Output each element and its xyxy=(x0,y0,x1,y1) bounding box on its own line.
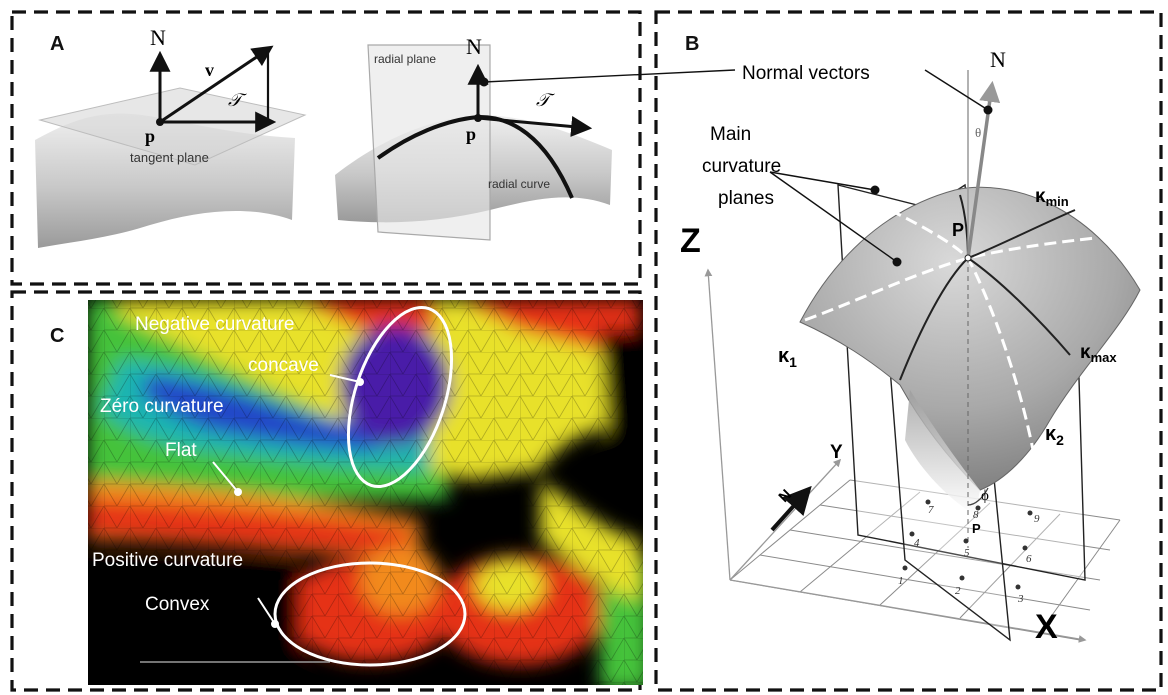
left-axes xyxy=(149,45,277,133)
svg-text:7: 7 xyxy=(928,504,934,516)
flat-dot xyxy=(234,488,242,496)
right-point xyxy=(474,114,482,122)
svg-text:4: 4 xyxy=(914,537,920,549)
right-tangent-symbol: 𝒯 xyxy=(536,90,555,110)
main-planes-dot-2 xyxy=(892,257,902,267)
normal-vectors-label: Normal vectors xyxy=(742,63,870,84)
normal-b-label: N xyxy=(990,47,1006,72)
surface-point xyxy=(964,254,972,262)
panel-a: A tangent plane N v 𝒯 p radial plane rad… xyxy=(35,25,612,248)
axis-x-label: X xyxy=(1035,608,1058,646)
concave-pointer xyxy=(329,374,361,383)
north-arrow: N xyxy=(770,485,812,532)
kappa-max-label: κmax xyxy=(1080,342,1117,365)
concave-label: concave xyxy=(248,355,319,376)
panel-a-letter: A xyxy=(50,33,64,55)
flat-pointer xyxy=(212,461,239,493)
vector-v-label: v xyxy=(205,60,214,80)
grid-points xyxy=(902,499,1033,590)
solid-curve-2 xyxy=(959,194,1076,260)
kappa-2-label: κ2 xyxy=(1045,423,1064,448)
dashed-curve-2 xyxy=(889,208,1037,461)
radial-plane-label: radial plane xyxy=(374,52,436,66)
kappa-min-label: κmin xyxy=(1035,186,1069,209)
theta-label: θ xyxy=(975,125,981,140)
panel-b-letter: B xyxy=(685,33,699,55)
panel-a-frame xyxy=(10,10,642,286)
convex-label: Convex xyxy=(145,594,210,615)
main-planes-line-2: curvature xyxy=(702,156,781,177)
coordinate-axes xyxy=(704,268,1087,643)
surface-point-label: P xyxy=(952,220,964,240)
svg-text:1: 1 xyxy=(898,575,904,587)
radial-curve-label: radial curve xyxy=(488,177,550,191)
convex-pointer xyxy=(257,597,276,625)
panel-c: C xyxy=(50,300,643,685)
tangent-plane-label: tangent plane xyxy=(130,150,209,165)
flat-label: Flat xyxy=(165,440,197,461)
positive-curvature-label: Positive curvature xyxy=(92,550,243,571)
kappa-1-label: κ1 xyxy=(778,345,797,370)
right-point-label: p xyxy=(466,124,476,144)
panel-b-frame xyxy=(654,10,1163,692)
svg-text:5: 5 xyxy=(964,547,970,559)
left-normal-label: N xyxy=(150,25,166,50)
right-axes xyxy=(467,63,593,137)
right-normal-label: N xyxy=(466,34,482,59)
svg-text:2: 2 xyxy=(955,585,961,597)
left-point-label: p xyxy=(145,126,155,146)
axis-z-label: Z xyxy=(680,222,701,260)
phi-arc xyxy=(967,487,989,506)
main-planes-pointer-1 xyxy=(769,171,876,191)
convex-dot xyxy=(271,620,279,628)
mesh-wireframe xyxy=(88,300,643,685)
negative-curvature-label: Negative curvature xyxy=(135,314,294,335)
svg-text:8: 8 xyxy=(973,509,979,521)
normal-vectors-dot-a xyxy=(479,77,489,87)
svg-text:3: 3 xyxy=(1017,593,1024,605)
phi-label: ϕ xyxy=(981,488,989,504)
main-planes-dot-1 xyxy=(870,185,880,195)
svg-text:9: 9 xyxy=(1034,513,1040,525)
normal-vectors-pointer-b xyxy=(924,69,989,111)
panel-b: B xyxy=(479,33,1141,646)
svg-text:N: N xyxy=(775,486,795,506)
main-planes-line-3: planes xyxy=(718,188,774,209)
main-planes-line-1: Main xyxy=(710,124,751,145)
tangent-plane xyxy=(38,87,307,166)
radial-plane xyxy=(367,44,491,241)
dashed-curve-1 xyxy=(804,236,1096,322)
surface-column xyxy=(905,390,980,515)
normal-vectors-dot-b xyxy=(983,105,993,115)
svg-text:6: 6 xyxy=(1026,553,1032,565)
left-point xyxy=(156,118,164,126)
axis-y-label: Y xyxy=(830,442,843,463)
normal-vectors-pointer-a xyxy=(483,69,736,83)
grid-numbers: 1 2 3 4 5 6 7 8 9 xyxy=(898,504,1040,605)
zero-curvature-label: Zéro curvature xyxy=(100,396,224,417)
main-planes-pointer-2 xyxy=(769,171,898,263)
curved-surface xyxy=(799,186,1141,491)
panel-c-letter: C xyxy=(50,325,64,347)
convex-ellipse xyxy=(273,561,467,667)
grid-point-label: P xyxy=(972,521,981,536)
concave-dot xyxy=(356,378,364,386)
